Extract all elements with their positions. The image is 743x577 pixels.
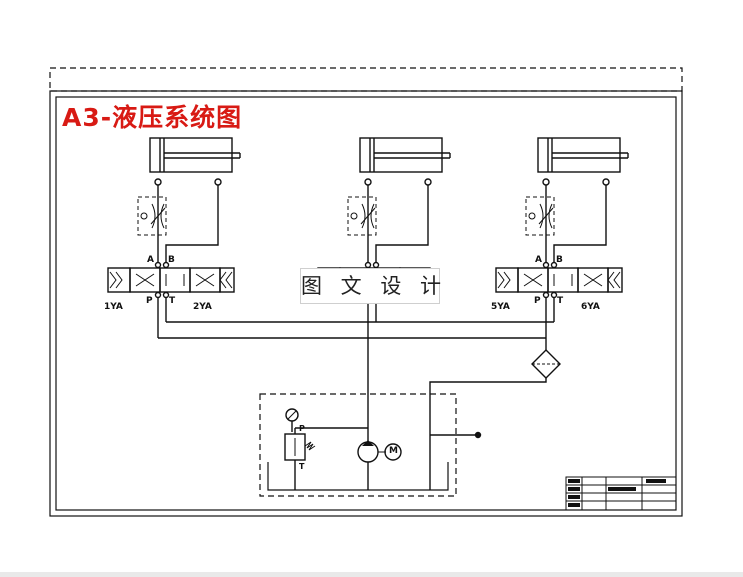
watermark-text: 图 文 设 计 — [300, 268, 441, 304]
solenoid-label-5ya: 5YA — [491, 302, 510, 312]
cylinder-1 — [149, 137, 241, 186]
page-title: A3-液压系统图 — [62, 103, 243, 132]
port-label-a-3: A — [535, 255, 542, 265]
motor-label: M — [389, 446, 398, 456]
directional-valve-3 — [495, 261, 623, 299]
port-label-a-1: A — [147, 255, 154, 265]
cylinder-2 — [359, 137, 451, 186]
filter — [531, 349, 561, 379]
throttle-valve-1 — [137, 185, 167, 245]
port-label-b-3: B — [556, 255, 563, 265]
pump-port-t: T — [299, 462, 305, 471]
drawing-frame — [49, 67, 683, 517]
pressure-return-lines — [157, 298, 555, 490]
throttle-valve-3 — [525, 185, 555, 245]
port-label-t-1: T — [169, 296, 176, 306]
cylinder-3 — [537, 137, 629, 186]
bottom-strip — [0, 572, 743, 577]
title-block — [565, 476, 677, 511]
solenoid-label-6ya: 6YA — [581, 302, 600, 312]
port-label-p-1: P — [146, 296, 153, 306]
port-label-t-3: T — [557, 296, 564, 306]
pump-station — [259, 393, 457, 497]
solenoid-label-2ya: 2YA — [193, 302, 212, 312]
port-label-p-3: P — [534, 296, 541, 306]
solenoid-label-1ya: 1YA — [104, 302, 123, 312]
port-label-b-1: B — [168, 255, 175, 265]
pump-port-p: P — [299, 424, 305, 433]
throttle-valve-2 — [347, 185, 377, 245]
directional-valve-1 — [107, 261, 235, 299]
